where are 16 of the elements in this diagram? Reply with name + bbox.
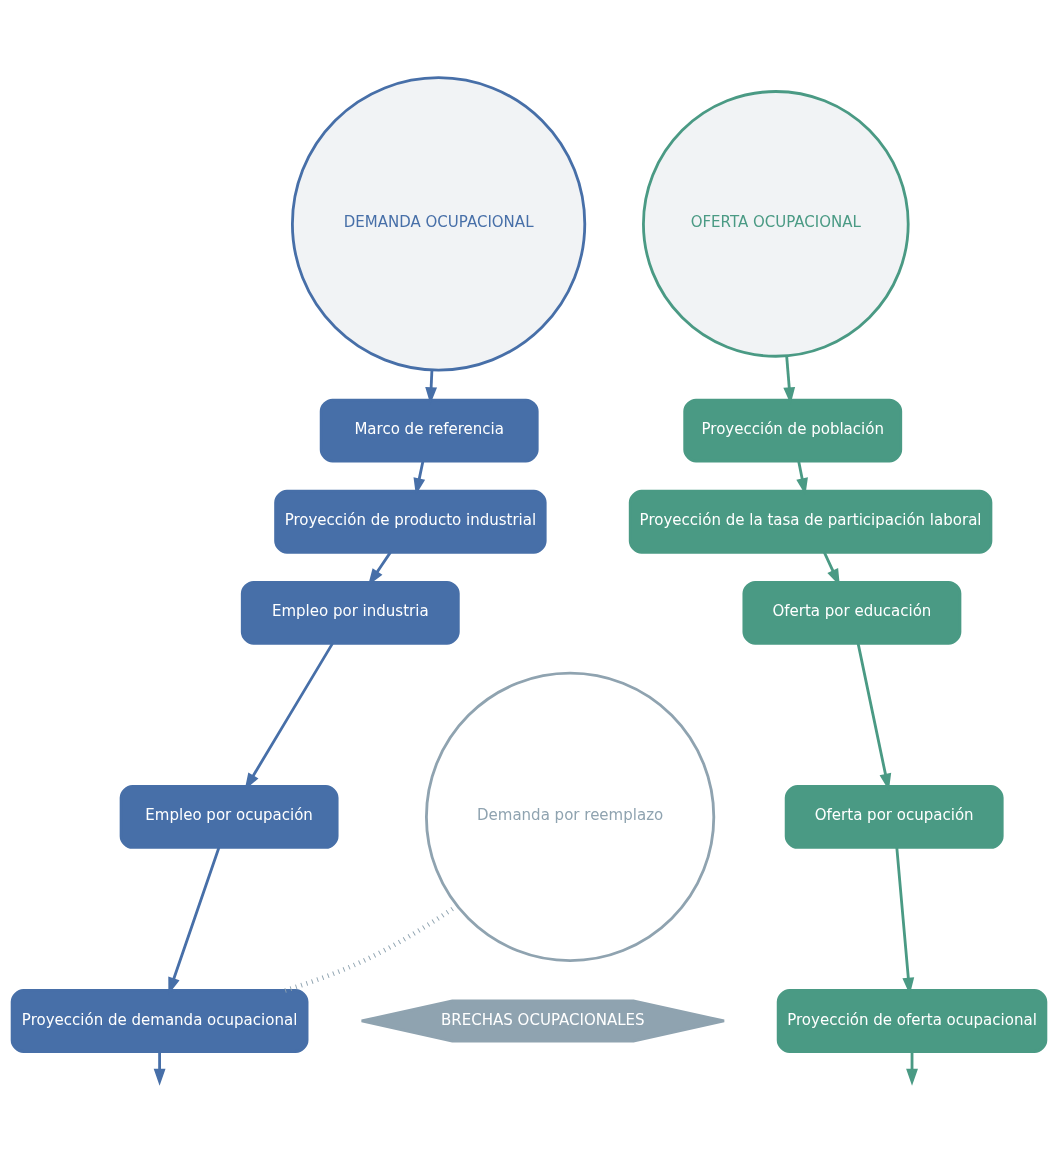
node-box: Empleo por industria [240,580,460,645]
node-box: Proyección de demanda ocupacional [10,989,309,1053]
node-box: Proyección de oferta ocupacional [776,989,1048,1053]
node-circle: DEMANDA OCUPACIONAL [290,76,587,372]
node-box: Proyección de producto industrial [274,489,547,554]
node-circle: Demanda por reemplazo [425,671,716,962]
connector [284,903,459,993]
node-circle: OFERTA OCUPACIONAL [642,90,910,358]
node-box: Oferta por educación [742,580,962,645]
node-box: Oferta por ocupación [784,784,1004,849]
arrow [906,1051,918,1086]
node-box: Proyección de la tasa de participación laboral [628,489,993,554]
node-box: Marco de referencia [319,398,539,463]
node-box: Proyección de población [683,398,903,463]
arrow [153,1051,166,1086]
node-box: Empleo por ocupación [119,784,339,849]
